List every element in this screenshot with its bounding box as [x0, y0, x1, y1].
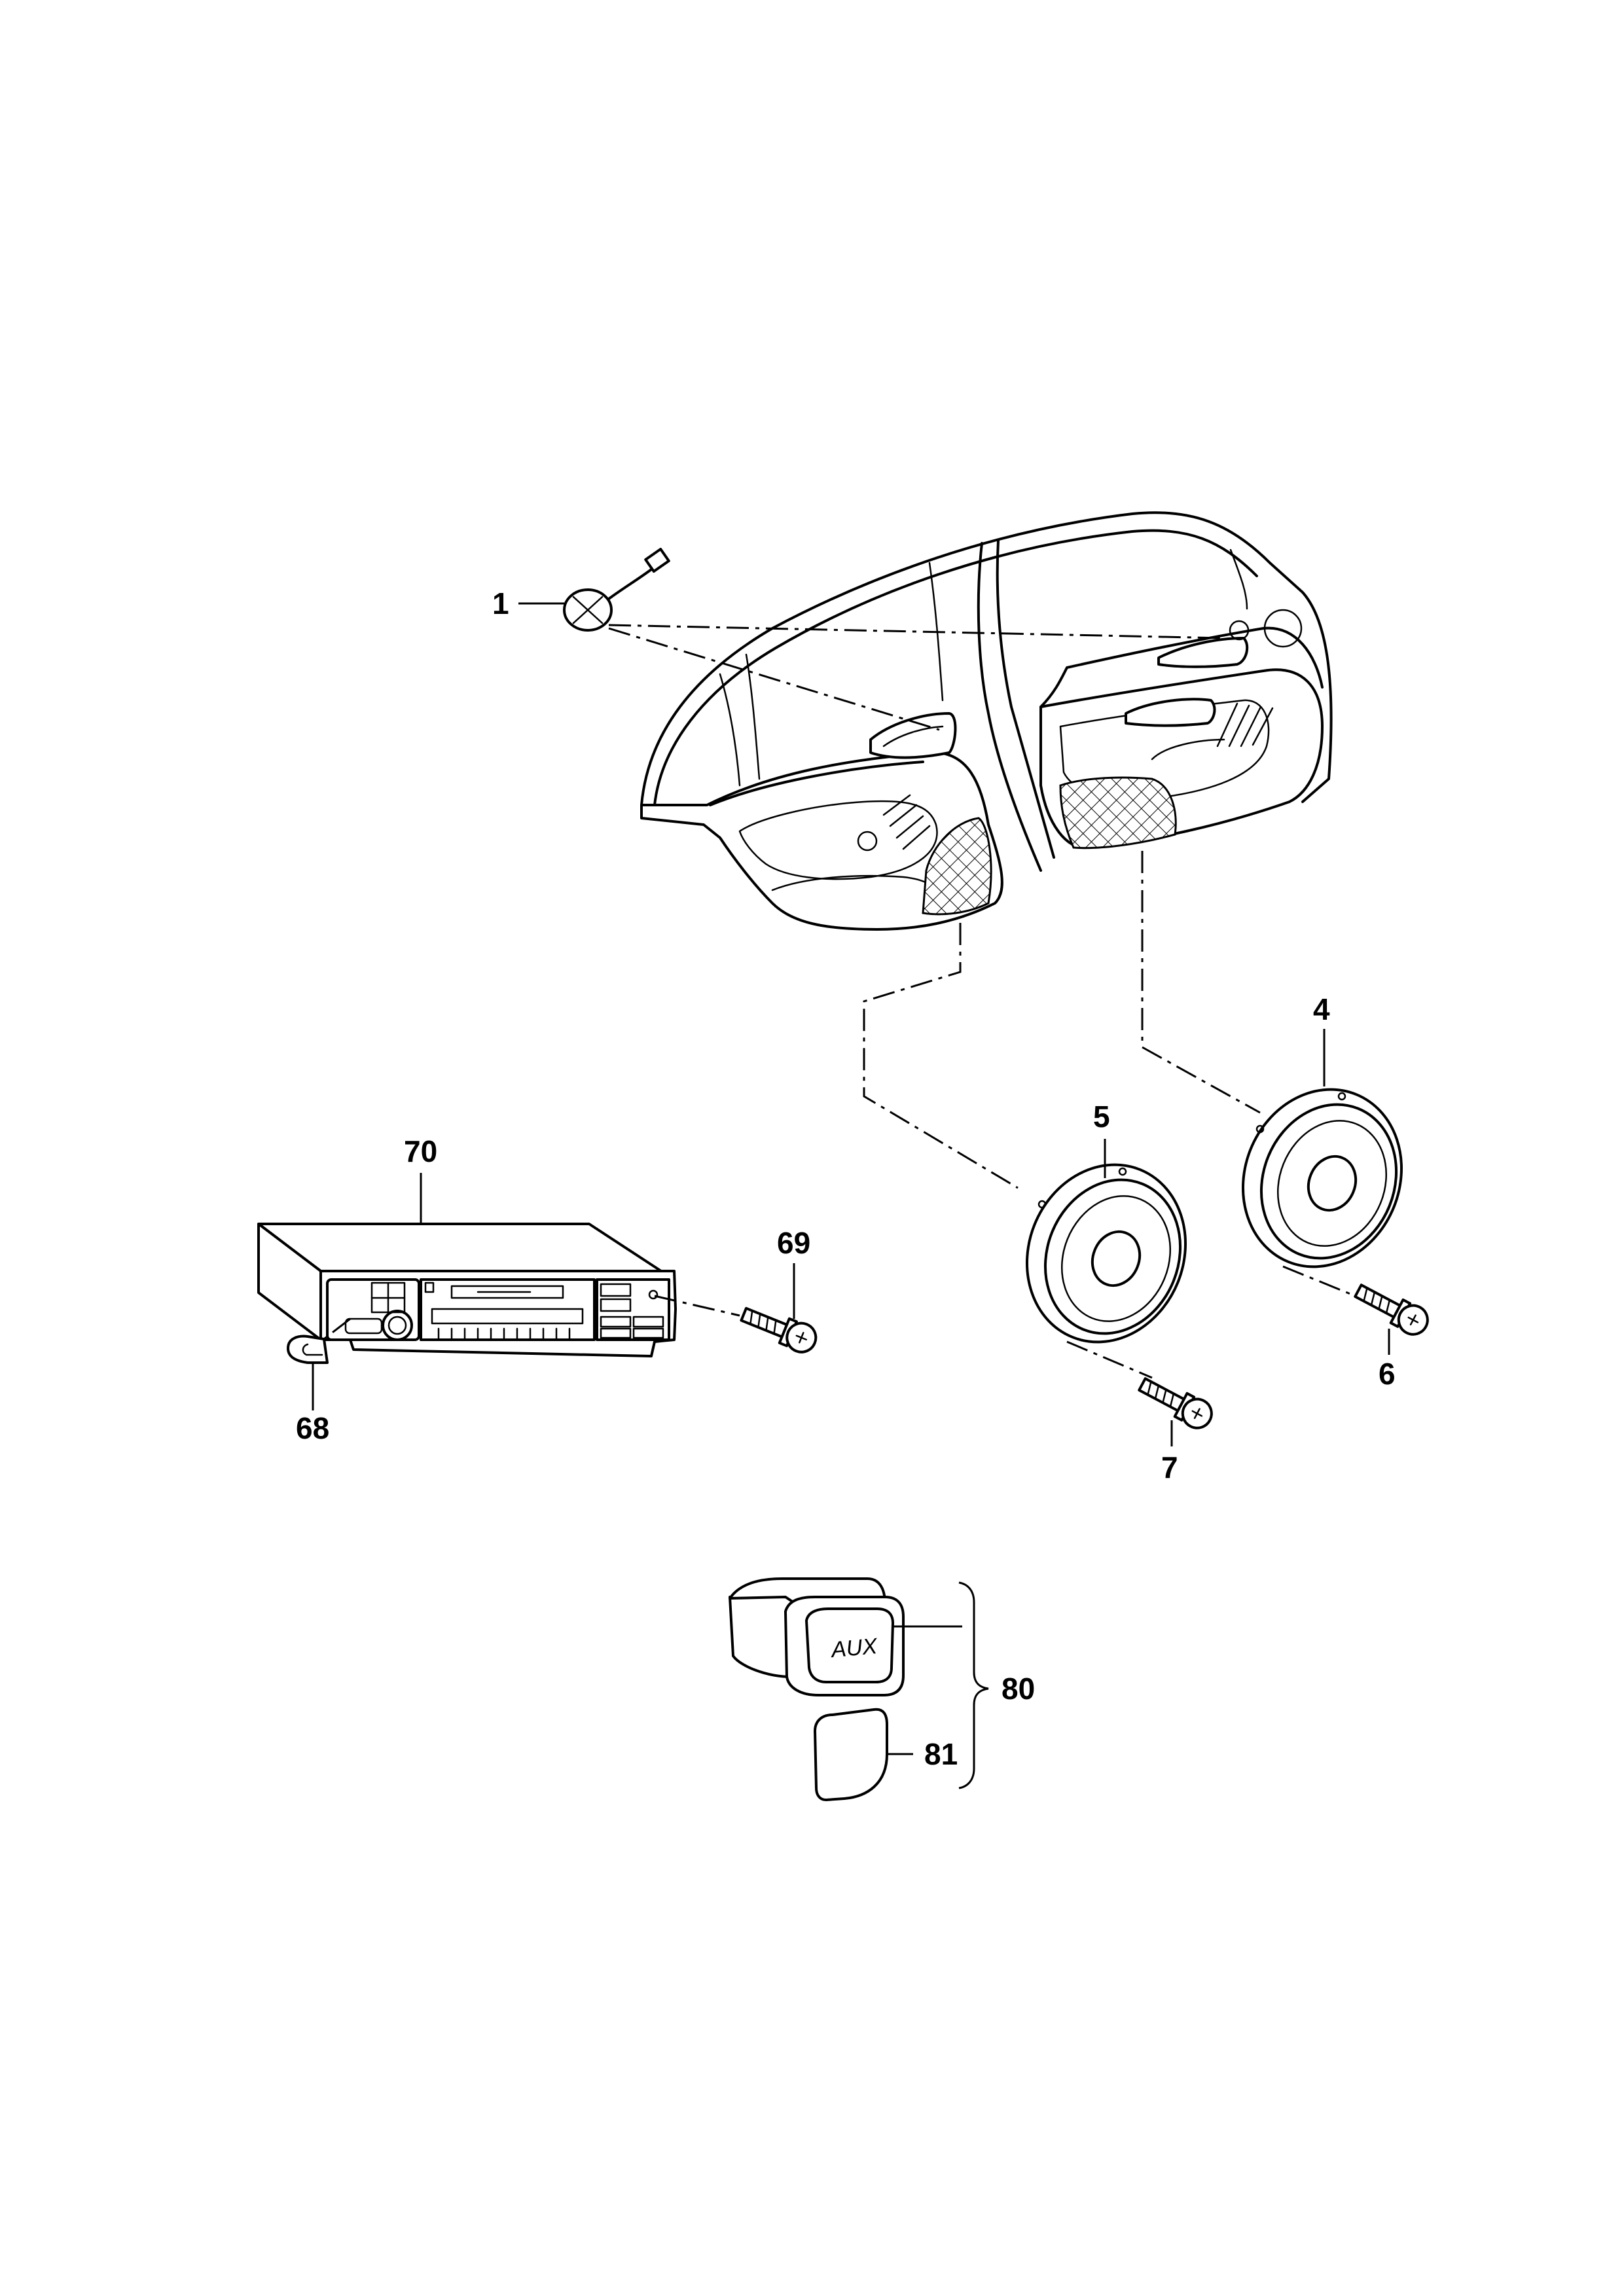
- part-81-cover: [814, 1708, 888, 1801]
- part-6-screw: [1354, 1283, 1429, 1336]
- dash-70-to-screw-69: [654, 1295, 740, 1317]
- callout-4: 4: [1313, 992, 1330, 1026]
- callout-70: 70: [404, 1134, 437, 1168]
- part-5-speaker: [1025, 1163, 1187, 1344]
- dash-1-to-rear-door: [608, 624, 1225, 639]
- callout-80: 80: [1001, 1672, 1035, 1706]
- callout-6: 6: [1379, 1357, 1396, 1391]
- part-1-tweeter: [563, 547, 670, 632]
- dash-5-to-screw-7: [1066, 1340, 1153, 1379]
- callout-5: 5: [1093, 1100, 1110, 1134]
- part-70-radio-unit: [257, 1223, 677, 1357]
- dash-rear-door-to-speaker-4: [1141, 851, 1261, 1114]
- callout-7: 7: [1161, 1450, 1178, 1484]
- callout-69: 69: [777, 1226, 810, 1260]
- part-80-aux-socket: AUX: [729, 1577, 905, 1696]
- aux-label: AUX: [829, 1634, 879, 1662]
- callout-1: 1: [492, 586, 509, 620]
- part-69-screw: [740, 1306, 818, 1354]
- part-7-screw: [1138, 1377, 1213, 1429]
- part-4-speaker: [1241, 1088, 1403, 1268]
- dash-front-door-to-speaker-5: [863, 923, 1019, 1189]
- part-68-clip: [287, 1335, 329, 1364]
- callout-68: 68: [296, 1411, 329, 1445]
- dash-1-to-front-door: [608, 627, 940, 731]
- brace-80: [958, 1581, 989, 1789]
- car-interior-illustration: [640, 511, 1333, 931]
- callout-81: 81: [924, 1737, 958, 1771]
